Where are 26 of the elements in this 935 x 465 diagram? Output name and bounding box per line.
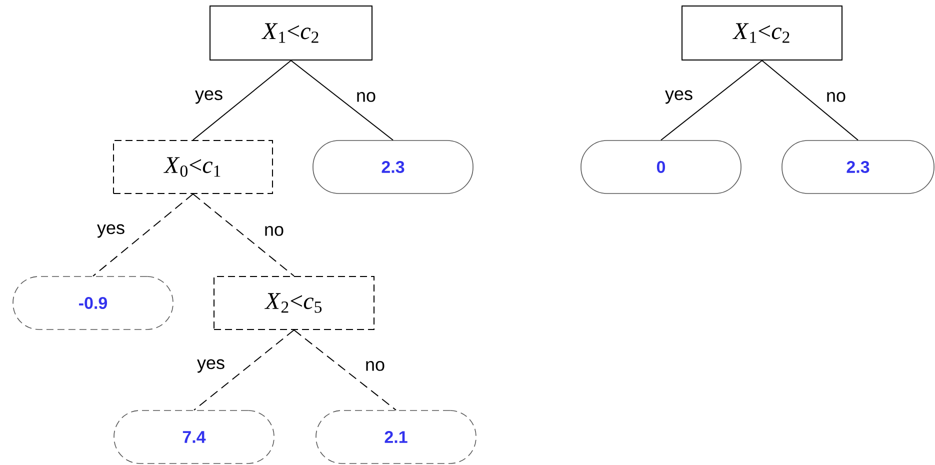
connector-line [192, 60, 292, 140]
connector-line [762, 60, 858, 141]
connector-line [92, 194, 194, 277]
edge-label: no [265, 226, 284, 236]
connector-line [192, 194, 294, 276]
edge-label: yes [195, 90, 222, 104]
edge-label: no [827, 92, 846, 102]
leaf-box: 2.3 [782, 140, 934, 194]
connector-line [194, 330, 294, 411]
edge-label: no [357, 92, 376, 102]
edge-label: yes [665, 90, 692, 104]
leaf-box: 2.3 [312, 140, 474, 194]
split-box: X$_{1}$<c$_{2}$ [210, 6, 372, 60]
edge-label: no [366, 361, 384, 371]
split-box: X$_{0}$<c$_{1}$ [113, 140, 273, 194]
edge-label: yes [197, 359, 224, 373]
edge-label: yes [97, 224, 124, 238]
connector-line [294, 330, 396, 411]
leaf-box: -0.9 [12, 276, 174, 330]
split-box: X$_{1}$<c$_{2}$ [682, 6, 842, 60]
connector-line [290, 60, 394, 141]
leaf-box: 0 [580, 140, 742, 194]
connector-line [660, 60, 762, 141]
leaf-box: 7.4 [114, 410, 274, 464]
split-box: X$_{2}$<c$_{5}$ [214, 276, 374, 330]
leaf-box: 2.1 [316, 410, 476, 464]
